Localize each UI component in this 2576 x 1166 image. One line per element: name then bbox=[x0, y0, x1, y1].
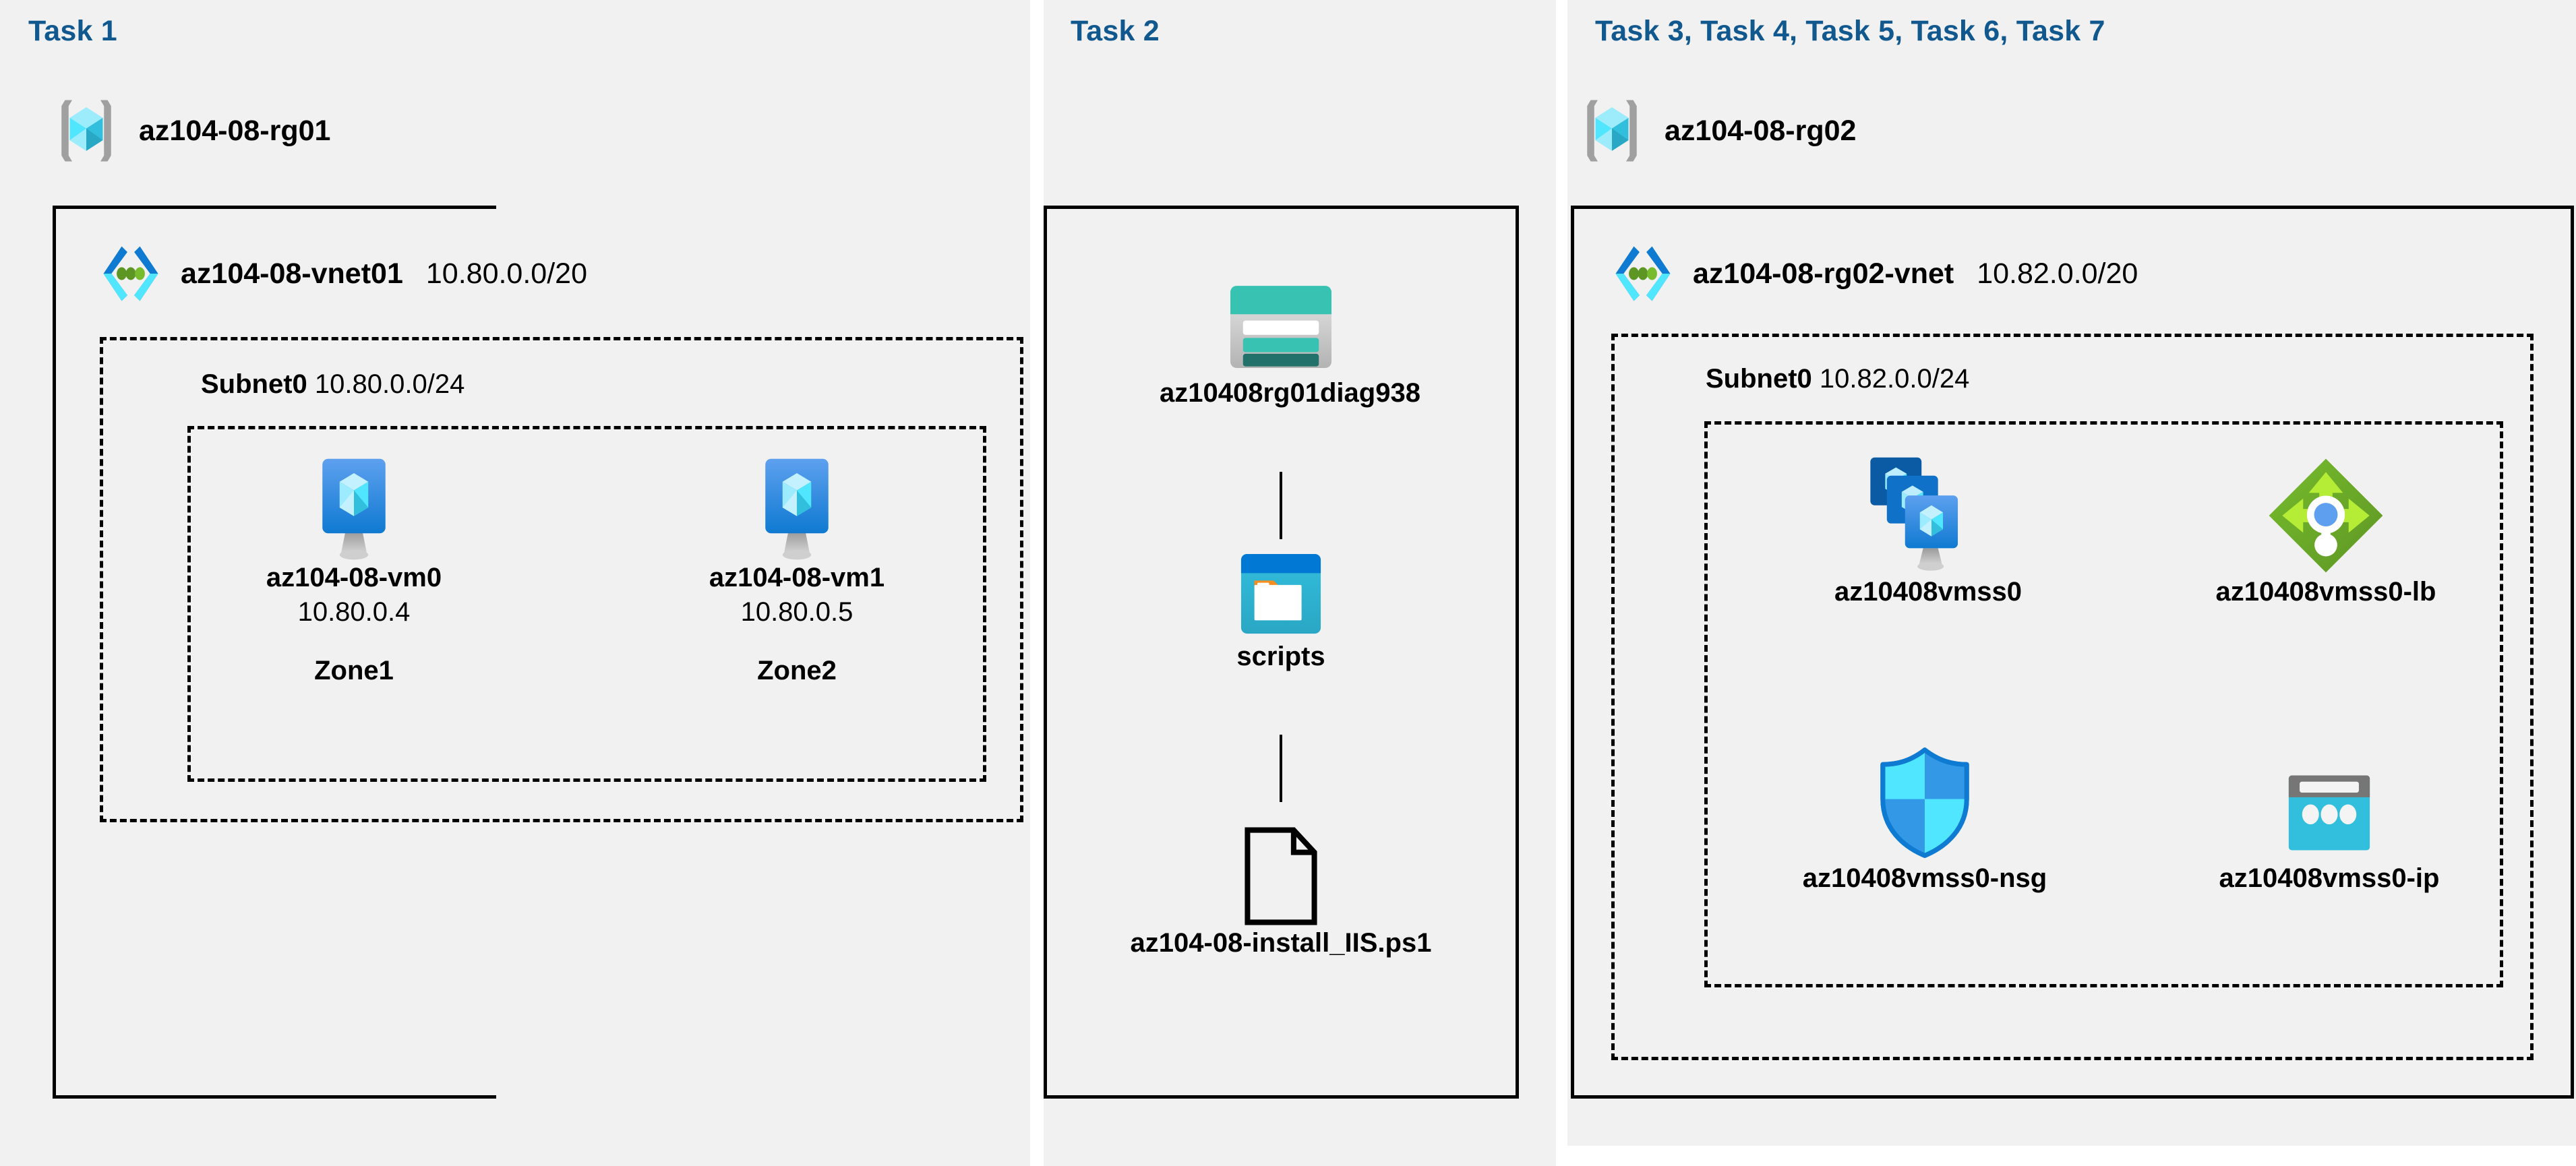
task1-vm1[interactable]: az104-08-vm1 10.80.0.5 Zone2 bbox=[682, 446, 911, 686]
task1-vnet-label: az104-08-vnet01 bbox=[181, 257, 403, 290]
task1-subnet-cidr: 10.80.0.0/24 bbox=[314, 369, 465, 399]
task37-load-balancer[interactable]: az10408vmss0-lb bbox=[2167, 441, 2484, 608]
task37-vmss[interactable]: az10408vmss0 bbox=[1780, 441, 2076, 608]
virtual-machine-icon bbox=[682, 446, 911, 562]
task37-load-balancer-name: az10408vmss0-lb bbox=[2215, 577, 2436, 607]
blob-container-icon bbox=[1166, 543, 1396, 641]
task2-box bbox=[1044, 206, 1519, 1099]
load-balancer-icon bbox=[2167, 441, 2484, 576]
connector-storage-to-container bbox=[1280, 472, 1282, 539]
vm-scale-set-icon bbox=[1780, 441, 2076, 576]
task1-resource-group[interactable]: az104-08-rg01 bbox=[49, 93, 330, 168]
task1-title: Task 1 bbox=[28, 15, 117, 47]
task2-script-file[interactable]: az104-08-install_IIS.ps1 bbox=[1106, 814, 1456, 959]
resource-group-icon bbox=[1574, 93, 1650, 168]
task37-subnet-cidr: 10.82.0.0/24 bbox=[1819, 364, 1970, 394]
task1-vnet[interactable]: az104-08-vnet01 10.80.0.0/20 bbox=[94, 237, 587, 310]
task1-vm1-name: az104-08-vm1 bbox=[709, 563, 885, 592]
virtual-machine-icon bbox=[239, 446, 469, 562]
task37-subnet-box bbox=[1611, 334, 2534, 1060]
public-ip-address-icon bbox=[2178, 735, 2481, 863]
task1-vnet-cidr: 10.80.0.0/20 bbox=[425, 257, 587, 290]
task37-title: Task 3, Task 4, Task 5, Task 6, Task 7 bbox=[1595, 15, 2105, 47]
task37-vnet-box bbox=[1571, 206, 2574, 1099]
virtual-network-icon bbox=[94, 237, 167, 310]
task2-storage-account-name: az10408rg01diag938 bbox=[1160, 378, 1420, 408]
task37-subnet-label: Subnet0 10.82.0.0/24 bbox=[1706, 364, 1969, 394]
task1-subnet-name: Subnet0 bbox=[201, 369, 307, 399]
task1-vm0-zone: Zone1 bbox=[314, 656, 394, 686]
task37-resource-group-label: az104-08-rg02 bbox=[1665, 114, 1857, 147]
panel-task1 bbox=[0, 0, 1030, 1166]
connector-container-to-file bbox=[1280, 735, 1282, 802]
task1-vm0-ip: 10.80.0.4 bbox=[297, 597, 411, 627]
task37-vnet-cidr: 10.82.0.0/20 bbox=[1977, 257, 2138, 290]
task2-title: Task 2 bbox=[1071, 15, 1160, 47]
task37-vnet[interactable]: az104-08-rg02-vnet 10.82.0.0/20 bbox=[1607, 237, 2138, 310]
task1-subnet-label: Subnet0 10.80.0.0/24 bbox=[201, 369, 465, 400]
task37-subnet-name: Subnet0 bbox=[1706, 364, 1812, 394]
network-security-group-icon bbox=[1763, 735, 2087, 863]
panel-task37 bbox=[1567, 0, 2576, 1146]
task1-resource-group-label: az104-08-rg01 bbox=[139, 114, 331, 147]
task37-vmss-name: az10408vmss0 bbox=[1834, 577, 2023, 607]
task37-resource-box bbox=[1704, 421, 2503, 987]
task1-zone-box bbox=[187, 426, 986, 782]
task37-nsg-name: az10408vmss0-nsg bbox=[1802, 863, 2047, 893]
task2-script-file-name: az104-08-install_IIS.ps1 bbox=[1130, 928, 1432, 958]
resource-group-icon bbox=[49, 93, 124, 168]
task1-subnet-box bbox=[100, 337, 1023, 822]
task37-public-ip-name: az10408vmss0-ip bbox=[2219, 863, 2440, 893]
task2-storage-account[interactable]: az10408rg01diag938 bbox=[1160, 263, 1420, 409]
task1-vnet-box bbox=[53, 206, 496, 1099]
task37-resource-group[interactable]: az104-08-rg02 bbox=[1574, 93, 1856, 168]
task1-vm0-name: az104-08-vm0 bbox=[266, 563, 442, 592]
file-icon bbox=[1106, 814, 1456, 927]
task1-vm0[interactable]: az104-08-vm0 10.80.0.4 Zone1 bbox=[239, 446, 469, 686]
task1-vm1-ip: 10.80.0.5 bbox=[740, 597, 853, 627]
task2-blob-container-name: scripts bbox=[1236, 642, 1325, 671]
virtual-network-icon bbox=[1607, 237, 1679, 310]
task2-blob-container[interactable]: scripts bbox=[1166, 543, 1396, 673]
task37-public-ip[interactable]: az10408vmss0-ip bbox=[2178, 735, 2481, 894]
task37-vnet-label: az104-08-rg02-vnet bbox=[1693, 257, 1954, 290]
task37-nsg[interactable]: az10408vmss0-nsg bbox=[1763, 735, 2087, 894]
task1-vm1-zone: Zone2 bbox=[757, 656, 837, 686]
storage-account-icon bbox=[1160, 263, 1402, 377]
